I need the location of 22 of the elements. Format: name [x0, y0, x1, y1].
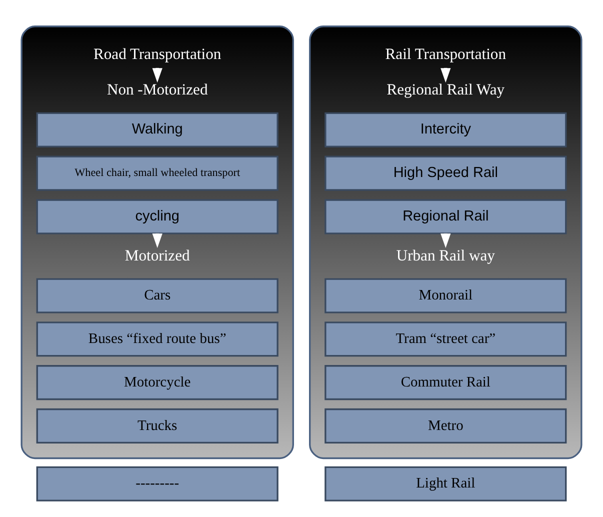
node-box: Cars: [36, 278, 278, 313]
node-box: Light Rail: [324, 466, 567, 501]
node-box: Commuter Rail: [324, 364, 567, 400]
node-box: Trucks: [36, 408, 278, 443]
node-box: Monorail: [324, 278, 567, 313]
node-box: ---------: [36, 466, 278, 501]
node-text: Regional Rail Way: [386, 80, 505, 98]
node-box: Motorcycle: [36, 364, 278, 400]
node-box: Buses “fixed route bus”: [36, 321, 278, 356]
node-box: Metro: [324, 408, 567, 443]
node-text: Rail Transportation: [385, 45, 506, 62]
node-text: Motorized: [124, 246, 190, 264]
node-box: High Speed Rail: [324, 155, 567, 190]
node-text: Non -Motorized: [106, 80, 208, 98]
node-box: Intercity: [324, 112, 567, 147]
node-box: Wheel chair, small wheeled transport: [36, 155, 278, 190]
node-box: Tram “street car”: [324, 321, 567, 356]
cluster: [309, 25, 582, 459]
node-text: Urban Rail way: [396, 246, 495, 264]
node-box: Walking: [36, 112, 278, 147]
cluster: [20, 25, 294, 459]
node-text: Road Transportation: [94, 45, 222, 62]
